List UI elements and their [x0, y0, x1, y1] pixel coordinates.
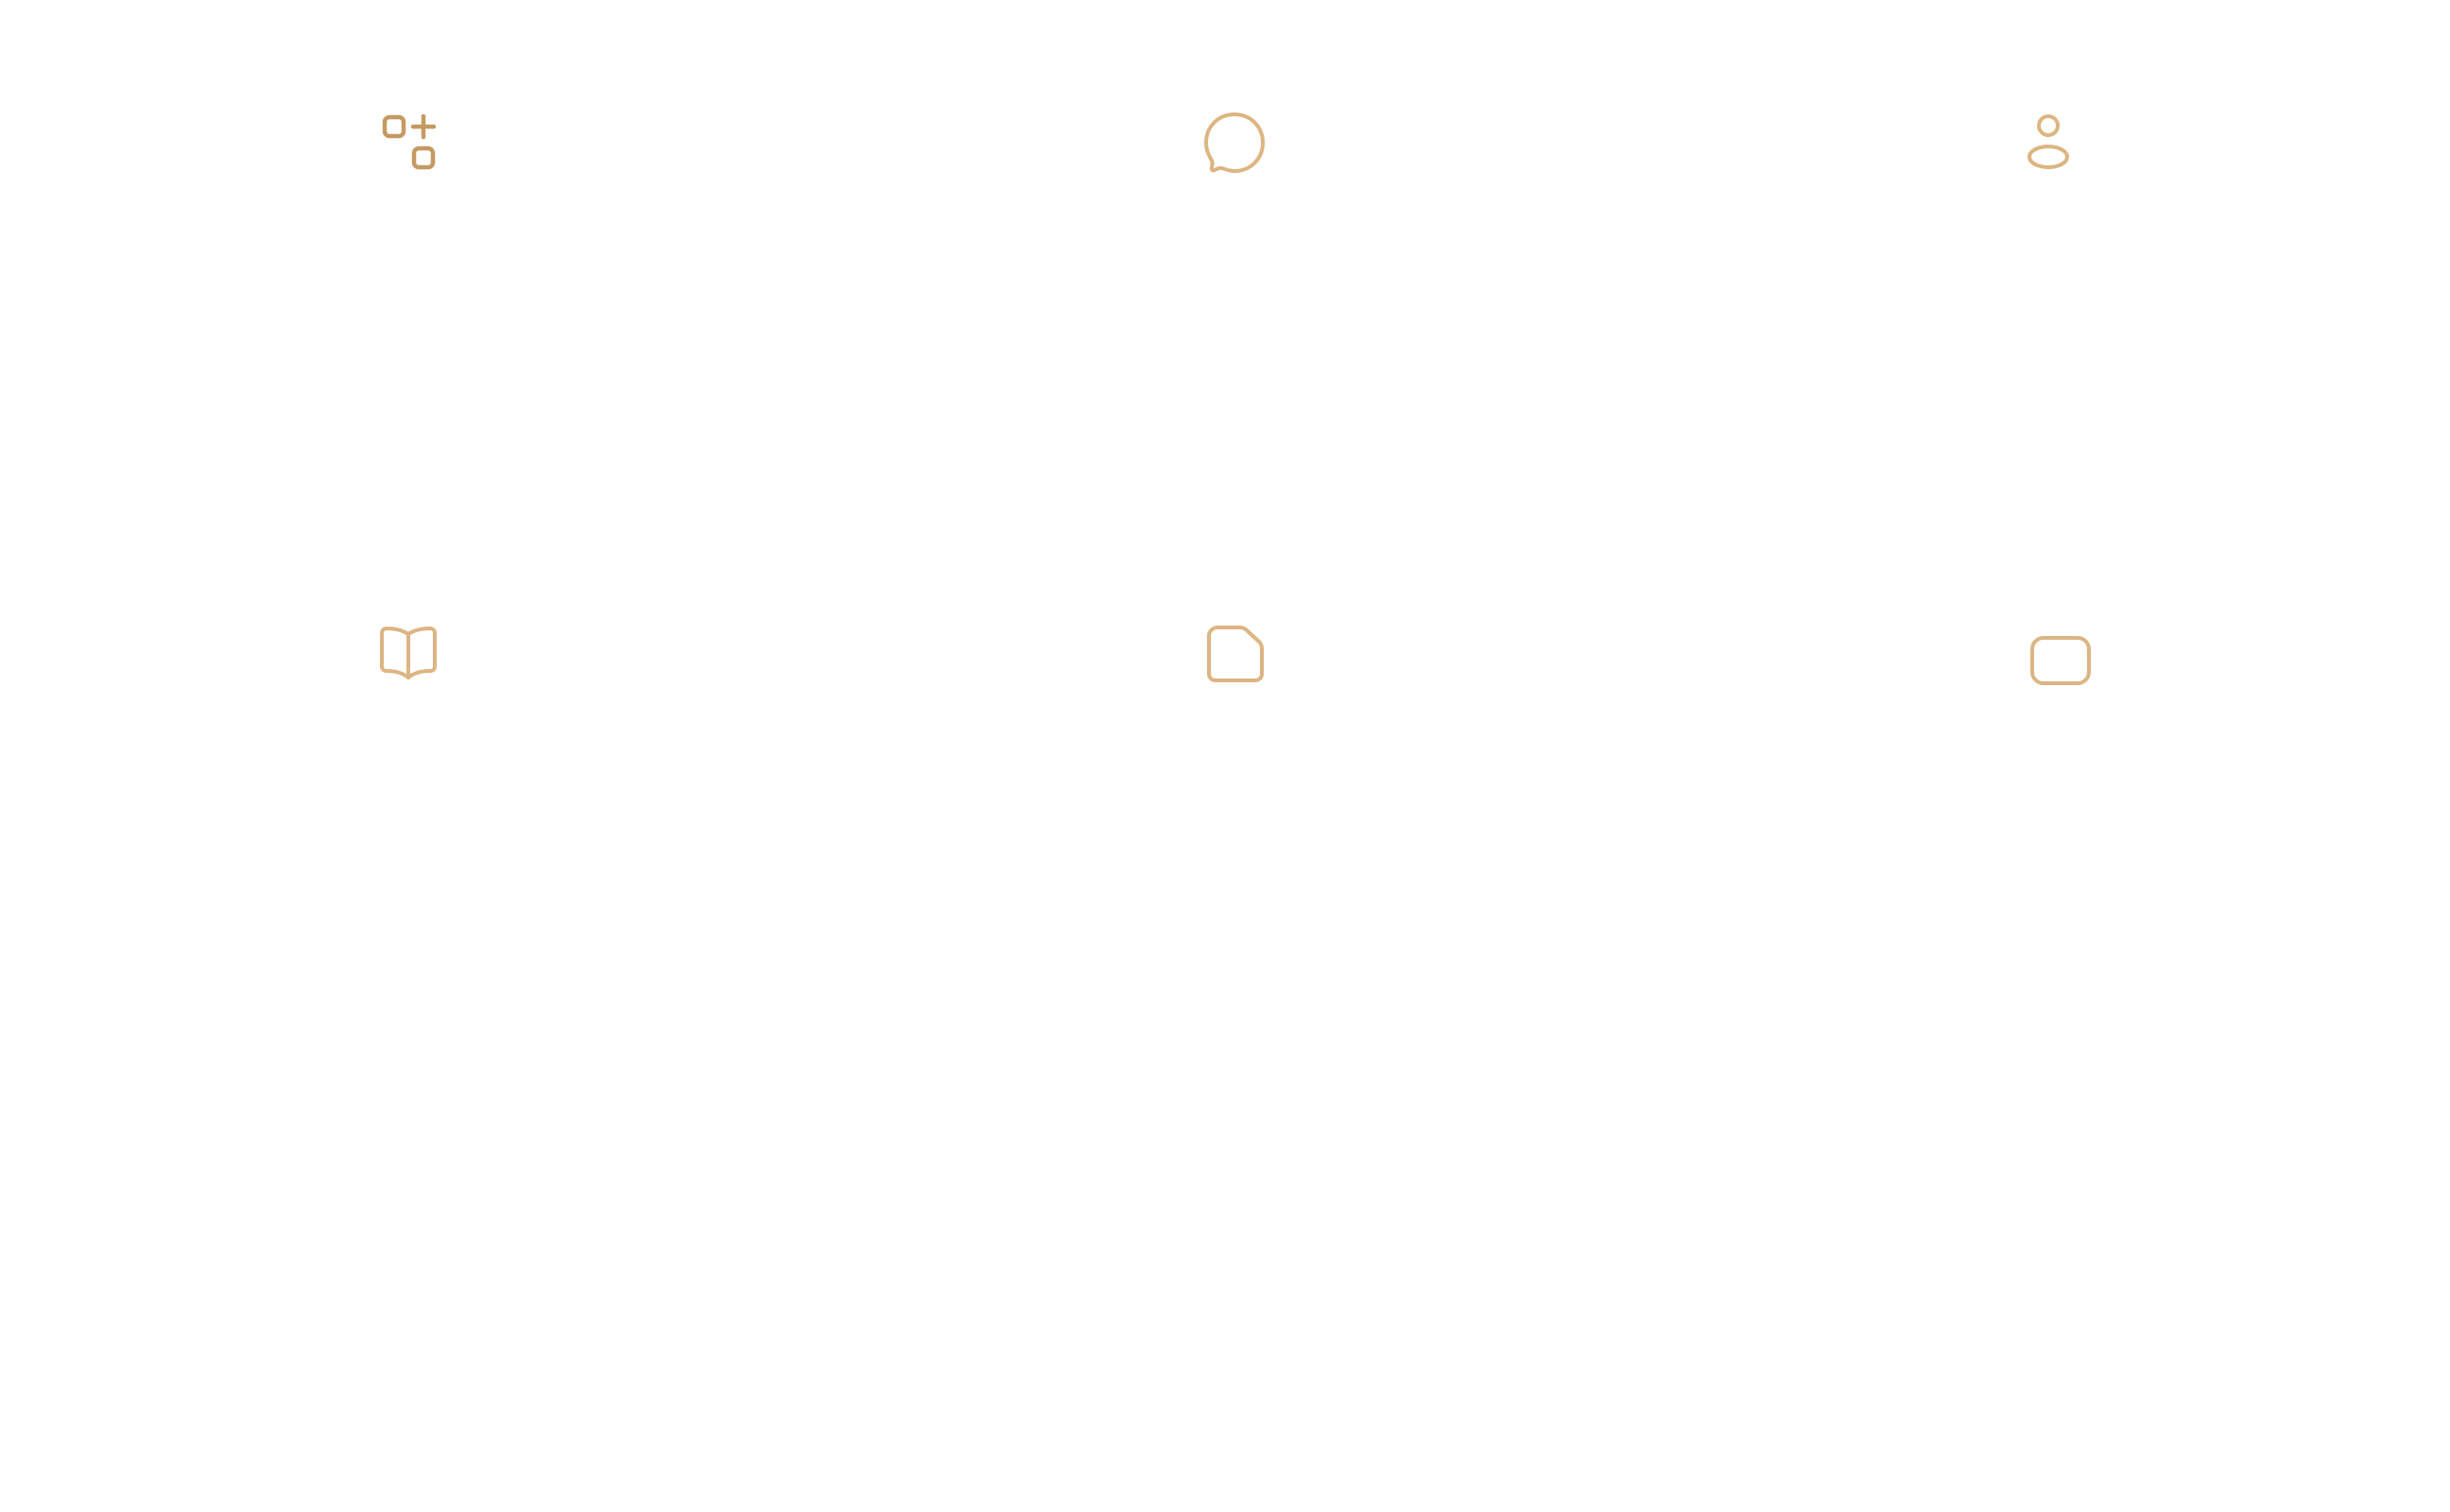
window-icon-graphic	[2030, 636, 2091, 685]
open-book-icon[interactable]	[366, 611, 451, 696]
note-icon[interactable]	[1193, 611, 1278, 696]
note-icon-graphic	[1207, 626, 1264, 682]
window-icon[interactable]	[2018, 618, 2103, 703]
user-icon-graphic	[2027, 114, 2069, 169]
chat-bubble-icon[interactable]	[1192, 100, 1277, 185]
user-icon[interactable]	[2006, 100, 2091, 185]
chat-bubble-icon-graphic	[1204, 112, 1265, 173]
apps-add-icon-graphic	[382, 113, 437, 170]
apps-add-icon[interactable]	[367, 101, 452, 186]
open-book-icon-graphic	[380, 627, 437, 679]
